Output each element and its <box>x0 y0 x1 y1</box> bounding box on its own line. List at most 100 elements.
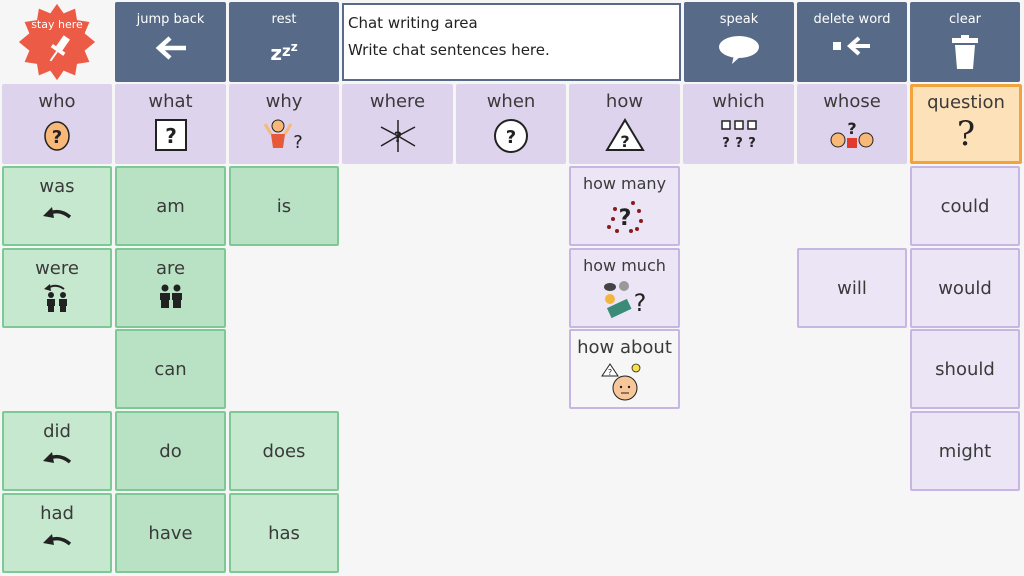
was-label: was <box>39 176 75 197</box>
might-button[interactable]: might <box>910 411 1020 491</box>
can-label: can <box>154 358 187 380</box>
delete-word-label: delete word <box>813 12 891 27</box>
whose-people-icon: ? <box>830 119 874 148</box>
speak-button[interactable]: speak <box>684 2 794 82</box>
am-button[interactable]: am <box>115 166 226 246</box>
how-much-button[interactable]: how much ? <box>569 248 680 328</box>
question-mark-icon: ? <box>956 114 976 154</box>
chat-placeholder: Write chat sentences here. <box>348 41 550 59</box>
which-button[interactable]: which ??? <box>683 84 794 164</box>
stay-here-badge-icon <box>18 3 96 81</box>
jump-back-button[interactable]: jump back <box>115 2 226 82</box>
past-people-icon <box>44 284 67 312</box>
how-button[interactable]: how ? <box>569 84 680 164</box>
svg-text:?: ? <box>620 132 629 151</box>
has-button[interactable]: has <box>229 493 339 573</box>
how-much-items-icon: ? <box>603 281 646 319</box>
rest-button[interactable]: rest zzz <box>229 2 339 82</box>
what-box-icon: ? <box>154 119 187 151</box>
would-button[interactable]: would <box>910 248 1020 328</box>
svg-text:?: ? <box>618 206 631 231</box>
svg-text:?: ? <box>847 119 856 138</box>
does-label: does <box>262 440 306 462</box>
how-about-label: how about <box>577 337 672 358</box>
how-many-dots-icon: ? <box>606 201 643 233</box>
people-icon <box>159 284 182 308</box>
why-button[interactable]: why ? <box>229 84 339 164</box>
svg-text:?: ? <box>165 124 177 148</box>
stay-here-label: stay here <box>31 18 83 31</box>
did-label: did <box>43 421 71 442</box>
had-button[interactable]: had <box>2 493 112 573</box>
how-much-label: how much <box>583 256 666 275</box>
svg-text:?: ? <box>633 289 646 317</box>
are-button[interactable]: are <box>115 248 226 328</box>
was-button[interactable]: was <box>2 166 112 246</box>
whose-button[interactable]: whose ? <box>797 84 907 164</box>
svg-text:?: ? <box>748 136 756 150</box>
which-boxes-icon: ??? <box>720 120 757 150</box>
svg-text:?: ? <box>293 132 303 152</box>
clear-label: clear <box>948 12 982 27</box>
clear-button[interactable]: clear <box>910 2 1020 82</box>
is-label: is <box>276 195 292 217</box>
am-label: am <box>156 195 185 217</box>
were-button[interactable]: were <box>2 248 112 328</box>
chat-writing-area[interactable]: Chat writing area Write chat sentences h… <box>342 3 681 81</box>
could-button[interactable]: could <box>910 166 1020 246</box>
did-button[interactable]: did <box>2 411 112 491</box>
chat-title: Chat writing area <box>348 14 478 32</box>
arrow-left-icon <box>155 36 186 60</box>
jump-back-label: jump back <box>136 12 205 27</box>
stay-here-button[interactable]: stay here <box>2 2 112 82</box>
what-label: what <box>148 91 193 112</box>
will-label: will <box>837 277 867 299</box>
how-triangle-icon: ? <box>604 118 645 151</box>
why-person-icon: ? <box>263 119 303 152</box>
have-button[interactable]: have <box>115 493 226 573</box>
how-label: how <box>605 91 644 112</box>
are-label: are <box>155 258 186 279</box>
will-button[interactable]: will <box>797 248 907 328</box>
do-button[interactable]: do <box>115 411 226 491</box>
has-label: has <box>268 522 300 544</box>
question-button[interactable]: question ? <box>910 84 1022 164</box>
svg-text:?: ? <box>607 368 611 377</box>
svg-text:?: ? <box>722 136 730 150</box>
where-arrows-icon: ? <box>380 120 415 152</box>
delete-word-button[interactable]: delete word <box>797 2 907 82</box>
svg-text:?: ? <box>52 127 62 148</box>
why-label: why <box>265 91 303 112</box>
can-button[interactable]: can <box>115 329 226 409</box>
past-arrow-icon <box>43 534 72 546</box>
past-arrow-icon <box>43 452 72 464</box>
were-label: were <box>35 258 79 279</box>
how-many-label: how many <box>582 174 667 193</box>
where-button[interactable]: where ? <box>342 84 453 164</box>
rest-label: rest <box>271 12 297 27</box>
speech-bubble-icon <box>719 36 759 64</box>
does-button[interactable]: does <box>229 411 339 491</box>
have-label: have <box>148 522 193 544</box>
what-button[interactable]: what ? <box>115 84 226 164</box>
could-label: could <box>940 195 990 217</box>
is-button[interactable]: is <box>229 166 339 246</box>
should-button[interactable]: should <box>910 329 1020 409</box>
which-label: which <box>712 91 765 112</box>
how-many-button[interactable]: how many ? <box>569 166 680 246</box>
when-clock-icon: ? <box>494 119 528 153</box>
do-label: do <box>159 440 182 462</box>
zzz-icon: zzz <box>270 40 298 65</box>
svg-text:?: ? <box>393 130 401 146</box>
who-button[interactable]: who ? <box>2 84 112 164</box>
who-head-icon: ? <box>44 121 70 151</box>
should-label: should <box>935 358 995 380</box>
how-about-button[interactable]: how about ? <box>569 329 680 409</box>
when-button[interactable]: when ? <box>456 84 566 164</box>
might-label: might <box>938 440 992 462</box>
whose-label: whose <box>823 91 881 112</box>
speak-label: speak <box>719 12 759 27</box>
where-label: where <box>369 91 426 112</box>
had-label: had <box>40 503 74 524</box>
who-label: who <box>38 91 76 112</box>
